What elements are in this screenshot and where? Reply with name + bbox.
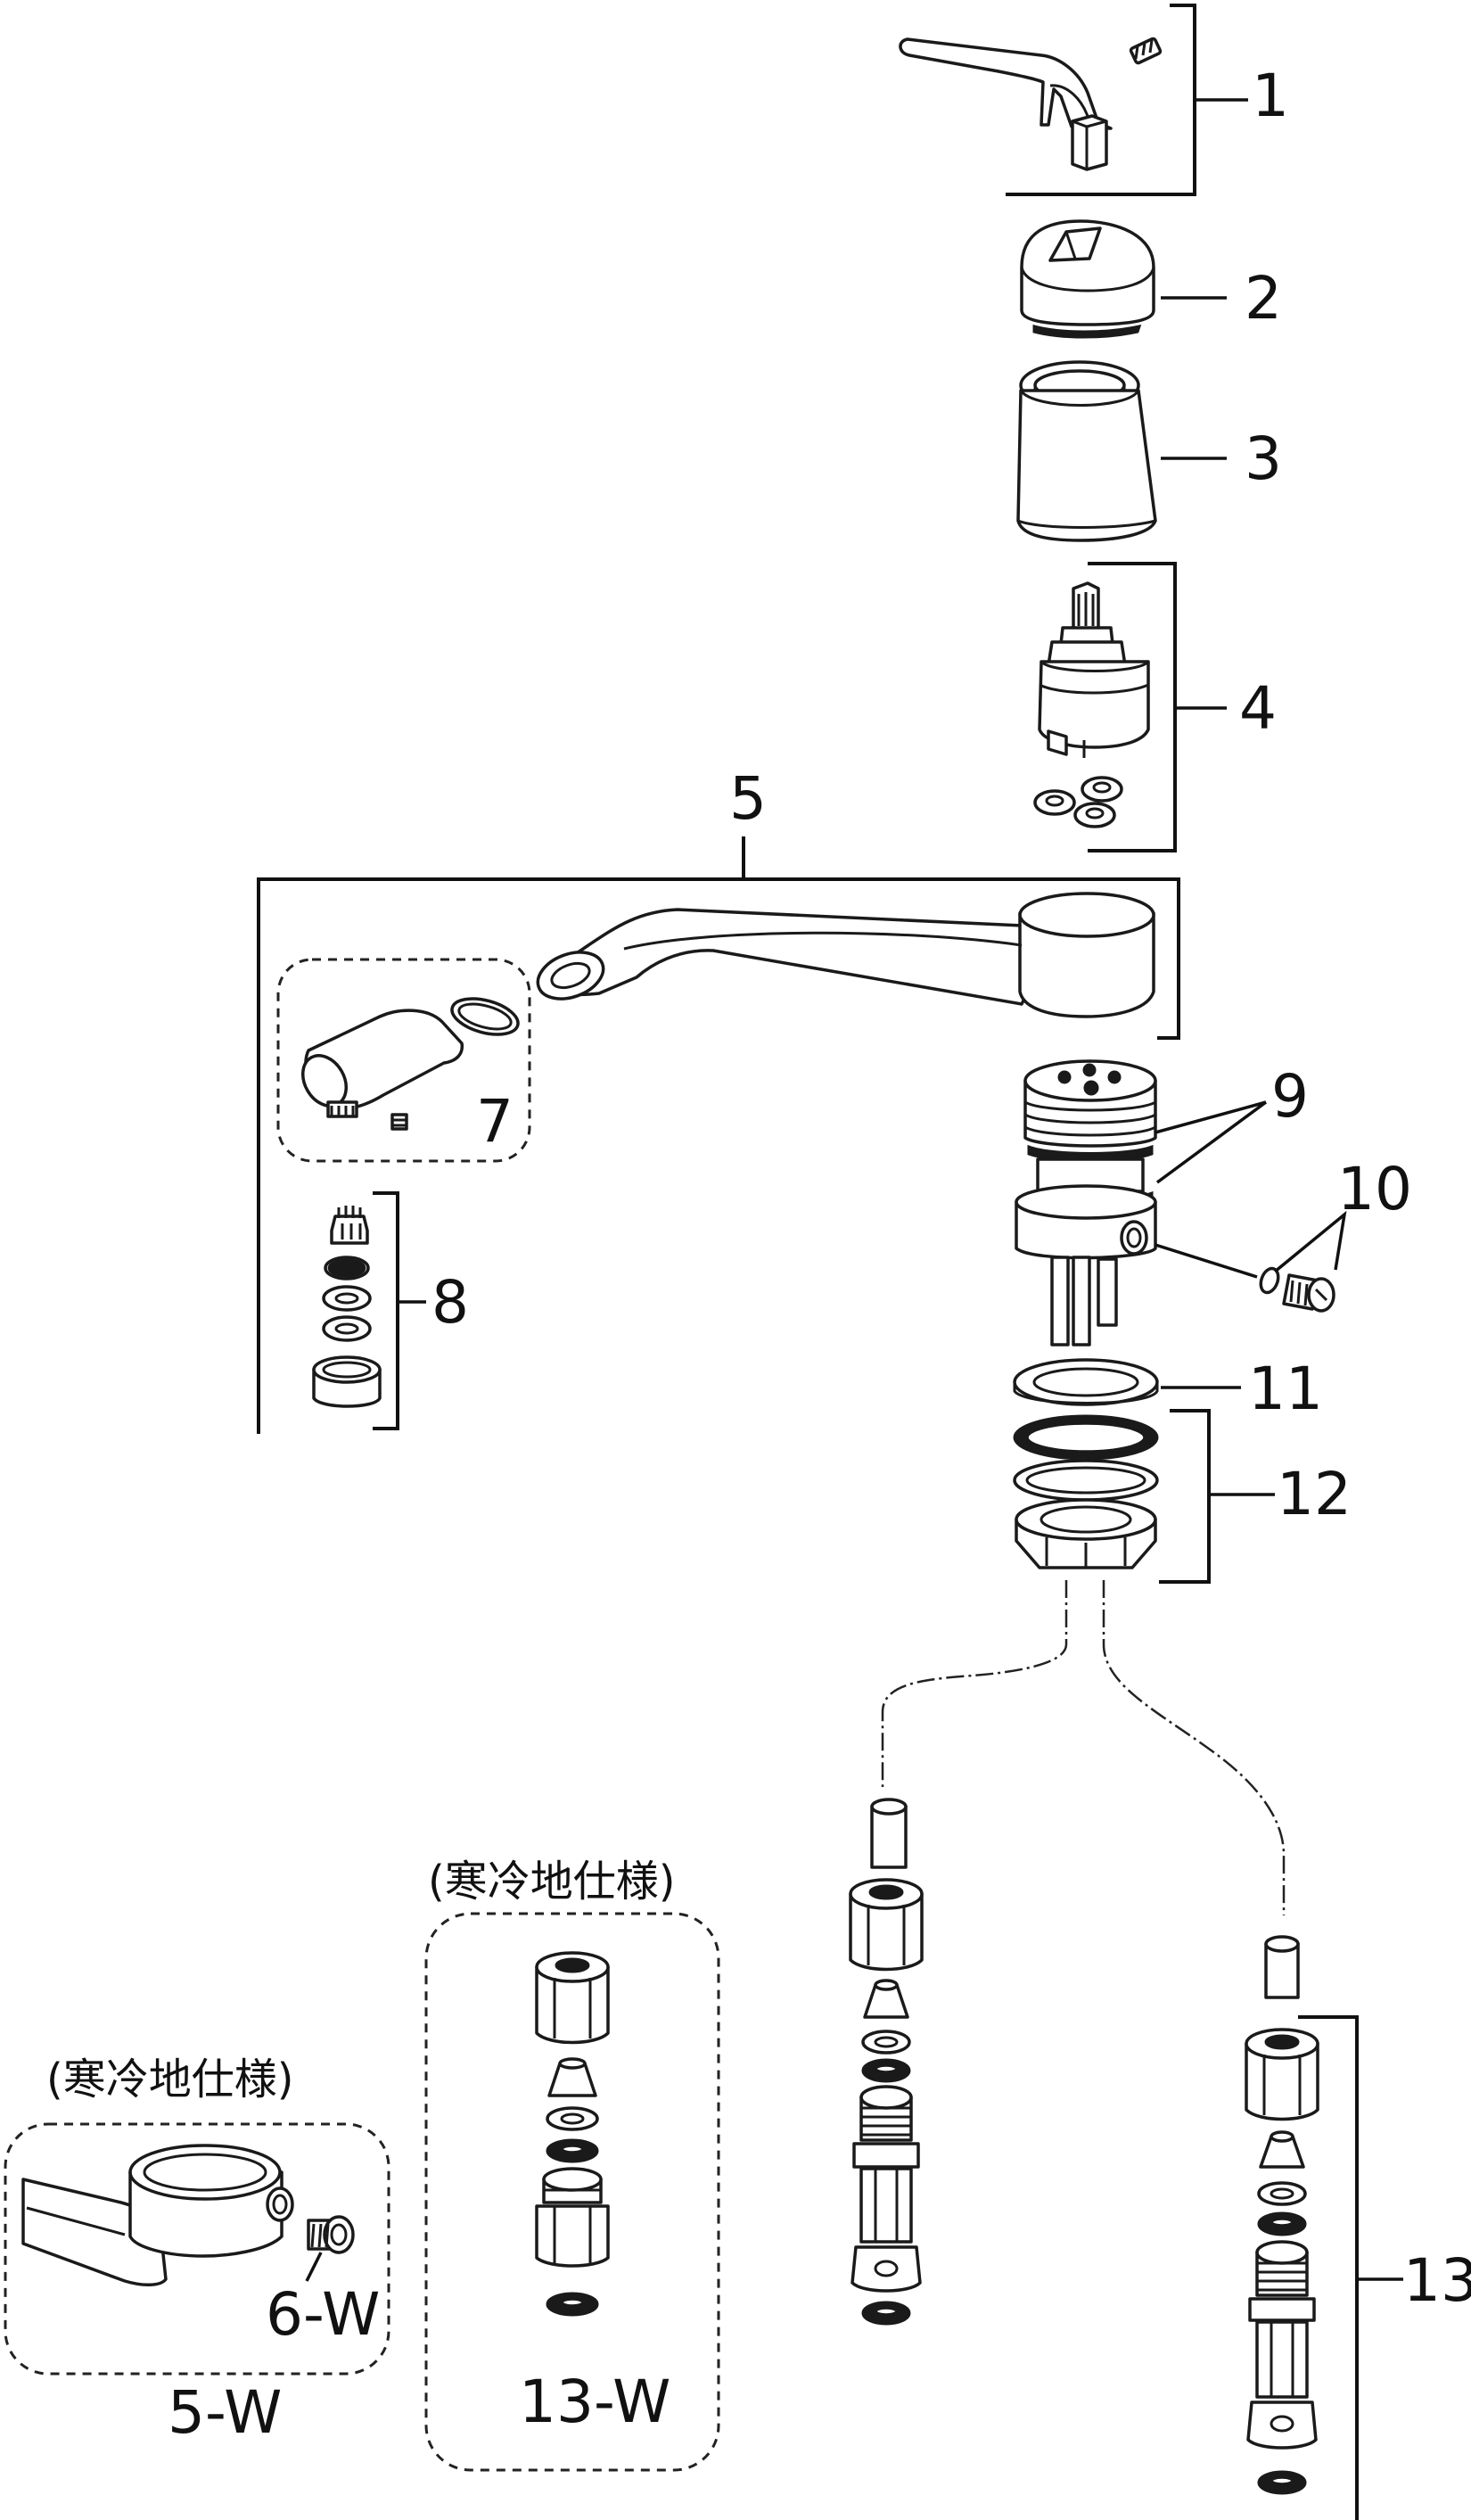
callout-12: 12 bbox=[1277, 1460, 1352, 1528]
part-10-plug-oring bbox=[1259, 1266, 1335, 1313]
callout-1: 1 bbox=[1252, 62, 1289, 130]
callout-7: 7 bbox=[476, 1087, 514, 1156]
callout-5: 5 bbox=[729, 764, 767, 833]
callout-2: 2 bbox=[1245, 264, 1282, 333]
part-5w-spout-base bbox=[21, 2144, 294, 2286]
bracket-13 bbox=[1298, 2015, 1359, 2520]
part-12-gasket-locknut bbox=[1013, 1414, 1159, 1569]
part-4-cartridge bbox=[1033, 581, 1150, 828]
callout-11: 11 bbox=[1248, 1355, 1323, 1423]
callout-9: 9 bbox=[1271, 1062, 1309, 1131]
part-5-spout bbox=[536, 892, 1155, 1018]
set-screw-icon bbox=[1129, 37, 1163, 65]
part-2-dome-cap bbox=[1020, 219, 1155, 339]
part-6w-drain-plug bbox=[307, 2215, 355, 2254]
callout-13: 13 bbox=[1403, 2246, 1471, 2315]
caption-13w-cold-region: (寒冷地仕様) bbox=[428, 1857, 675, 1906]
inset-5w-border bbox=[4, 2122, 390, 2376]
part-9-base-body bbox=[1015, 1059, 1157, 1346]
part-7-inset-border bbox=[276, 958, 531, 1163]
part-13-fitting-left bbox=[849, 1798, 924, 2326]
part-13w-fitting bbox=[535, 1951, 610, 2317]
label-13w: 13-W bbox=[519, 2368, 670, 2436]
bracket-12 bbox=[1159, 1409, 1211, 1584]
callout-8: 8 bbox=[431, 1268, 469, 1337]
bracket-8 bbox=[373, 1191, 399, 1430]
part-7-aerator-adapter bbox=[301, 997, 520, 1131]
part-3-body-cover bbox=[1016, 360, 1157, 542]
handle-cap-icon bbox=[1071, 114, 1108, 171]
supply-pipe-left bbox=[881, 1580, 1068, 1787]
callout-4: 4 bbox=[1239, 674, 1277, 743]
bracket-5 bbox=[257, 836, 1180, 1434]
caption-5w-cold-region: (寒冷地仕様) bbox=[46, 2055, 293, 2104]
part-8-aerator-parts bbox=[312, 1206, 382, 1408]
label-5w: 5-W bbox=[168, 2378, 282, 2447]
callout-10: 10 bbox=[1337, 1155, 1412, 1223]
part-13-fitting-right bbox=[1245, 1935, 1319, 2495]
supply-pipe-right bbox=[1102, 1580, 1286, 1915]
callout-3: 3 bbox=[1245, 424, 1282, 493]
part-1-lever-handle bbox=[899, 37, 1163, 171]
label-6w: 6-W bbox=[266, 2280, 380, 2349]
inset-13w-border bbox=[424, 1912, 720, 2472]
part-11-washer bbox=[1013, 1358, 1159, 1406]
